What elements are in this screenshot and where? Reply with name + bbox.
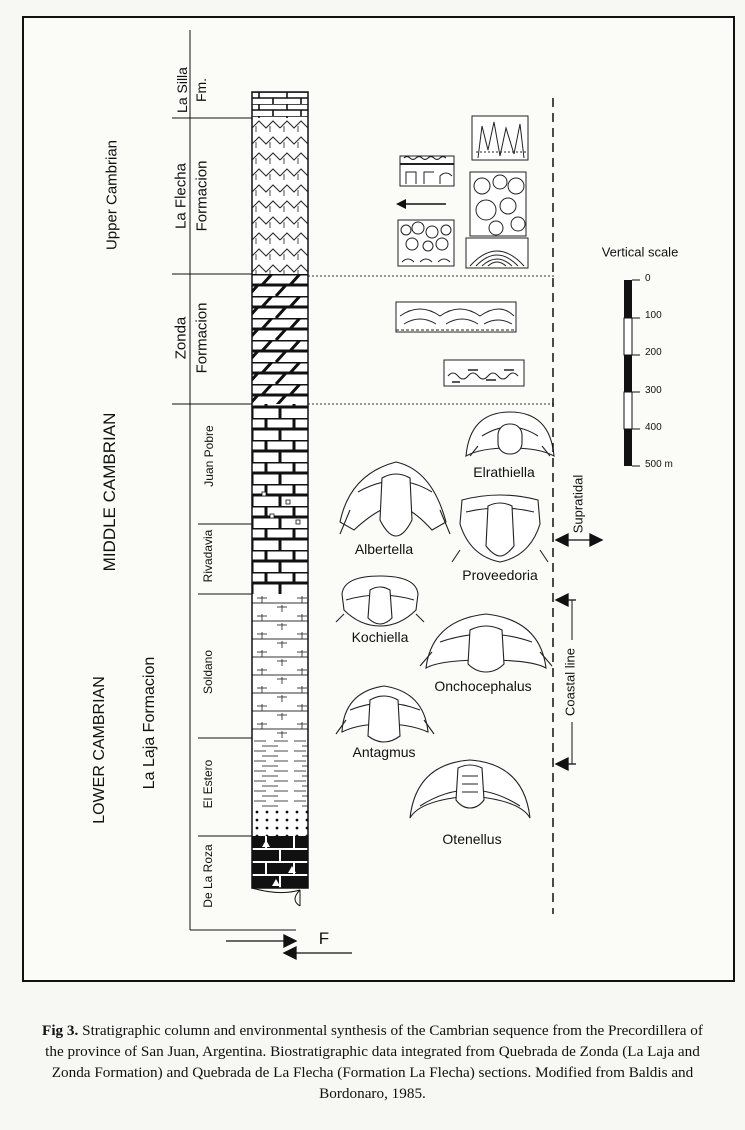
lithology-zonda bbox=[252, 274, 308, 404]
supratidal-arrow bbox=[554, 532, 604, 548]
facies-domal-stromatolite bbox=[465, 237, 529, 269]
formation-la-silla-line1: La Silla bbox=[174, 67, 190, 113]
label-elrathiella: Elrathiella bbox=[473, 464, 535, 480]
trilobite-kochiella bbox=[335, 575, 425, 627]
environment-markers bbox=[552, 98, 604, 914]
formation-la-flecha-line2: Formacion bbox=[193, 160, 211, 232]
figure-caption: Fig 3. Stratigraphic column and environm… bbox=[40, 1020, 705, 1104]
scale-tick-label: 100 bbox=[645, 310, 662, 322]
label-otenellus: Otenellus bbox=[442, 831, 502, 847]
coastal-line-arrows bbox=[554, 592, 576, 772]
division-lines bbox=[172, 30, 296, 931]
member-juan-pobre: Juan Pobre bbox=[202, 425, 216, 487]
lithology-soldano bbox=[252, 594, 308, 738]
scale-tick-label: 0 bbox=[645, 273, 651, 284]
label-albertella: Albertella bbox=[354, 541, 414, 557]
label-supratidal: Supratidal bbox=[570, 474, 586, 534]
trilobite-elrathiella bbox=[465, 411, 555, 458]
lithology-el-estero-sandy bbox=[252, 808, 308, 836]
scale-tick-label: 300 bbox=[645, 384, 662, 396]
vertical-scale-bar bbox=[623, 279, 640, 467]
member-el-estero: El Estero bbox=[201, 759, 215, 809]
facies-flecha-left-bottom bbox=[397, 219, 455, 267]
label-fault: F bbox=[318, 929, 330, 948]
trilobite-otenellus bbox=[409, 759, 531, 819]
lithology-la-silla bbox=[252, 92, 308, 118]
period-upper-cambrian: Upper Cambrian bbox=[103, 139, 121, 251]
scale-tick-label: 200 bbox=[645, 347, 662, 359]
facies-flecha-left-top bbox=[399, 155, 455, 187]
member-rivadavia: Rivadavia bbox=[201, 529, 215, 583]
formation-zonda-line2: Formacion bbox=[193, 302, 211, 374]
member-de-la-roza: De La Roza bbox=[201, 844, 215, 908]
facies-arrow-left bbox=[396, 199, 446, 209]
lithology-juan-pobre-rivadavia bbox=[252, 404, 308, 594]
trilobite-antagmus bbox=[335, 685, 435, 743]
label-kochiella: Kochiella bbox=[351, 629, 409, 645]
formation-la-laja: La Laja Formacion bbox=[141, 656, 158, 790]
caption-label: Fig 3. bbox=[42, 1022, 79, 1039]
formation-la-silla-line2: Fm. bbox=[193, 77, 209, 103]
period-lower-cambrian: LOWER CAMBRIAN bbox=[91, 676, 108, 824]
caption-text: Stratigraphic column and environmental s… bbox=[45, 1022, 703, 1102]
label-antagmus: Antagmus bbox=[352, 744, 416, 760]
facies-diagrams bbox=[395, 115, 529, 387]
member-soldano: Soldano bbox=[201, 649, 215, 695]
facies-oncolite-top bbox=[471, 115, 529, 161]
facies-stromatolite-mid bbox=[469, 171, 527, 237]
dotted-time-lines bbox=[308, 275, 555, 405]
label-coastal-line: Coastal line bbox=[562, 648, 578, 716]
scale-title: Vertical scale bbox=[601, 244, 679, 260]
stratigraphic-column bbox=[251, 91, 309, 907]
fault-arrows bbox=[226, 933, 352, 961]
formation-zonda-line1: Zonda bbox=[172, 316, 190, 360]
lithology-el-estero bbox=[252, 738, 308, 808]
facies-zonda-lower bbox=[443, 359, 525, 387]
scale-tick-label: 400 bbox=[645, 421, 662, 433]
facies-zonda-upper bbox=[395, 301, 517, 333]
label-proveedoria: Proveedoria bbox=[462, 567, 538, 583]
lithology-la-flecha bbox=[252, 118, 308, 274]
trilobite-onchocephalus bbox=[419, 613, 553, 673]
formation-la-flecha-line1: La Flecha bbox=[172, 163, 190, 229]
trilobites bbox=[335, 411, 555, 819]
scale-tick-label: 500 m bbox=[645, 459, 673, 470]
label-onchocephalus: Onchocephalus bbox=[434, 678, 532, 694]
period-middle-cambrian: MIDDLE CAMBRIAN bbox=[100, 412, 119, 572]
trilobite-proveedoria bbox=[451, 494, 549, 563]
trilobite-albertella bbox=[339, 461, 451, 537]
